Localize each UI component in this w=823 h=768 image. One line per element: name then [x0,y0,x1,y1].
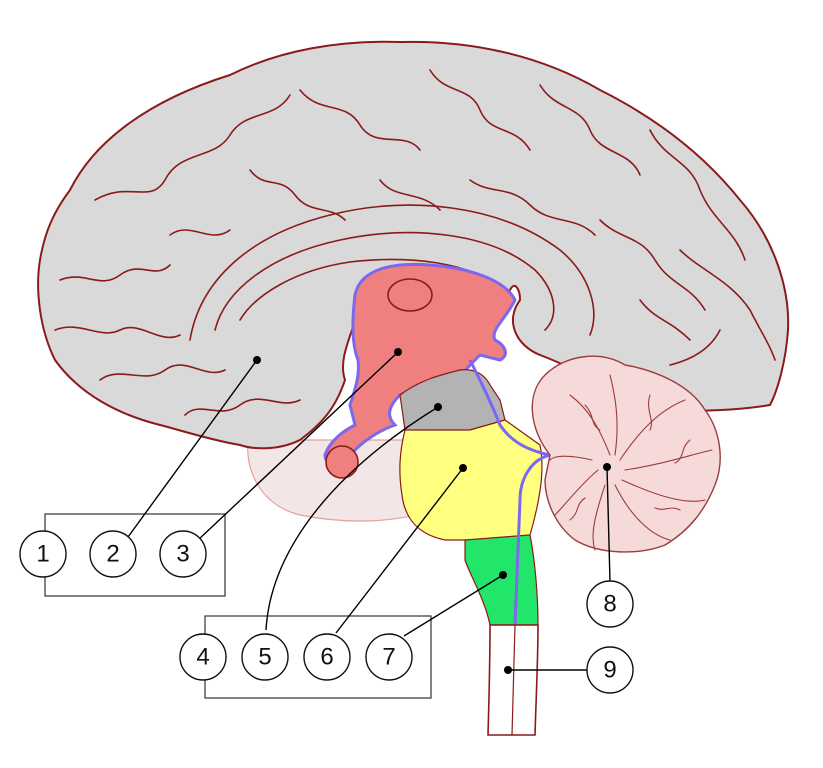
label-2: 2 [89,530,137,578]
interthalamic-adhesion [387,278,433,312]
label-5: 5 [241,633,289,681]
label-8-text: 8 [603,591,616,618]
label-9: 9 [586,646,634,694]
label-1-text: 1 [36,541,49,568]
central-canal [511,624,516,736]
label-7: 7 [365,633,413,681]
label-6-text: 6 [320,644,333,671]
label-3: 3 [159,530,207,578]
label-6: 6 [303,633,351,681]
label-3-text: 3 [176,541,189,568]
cingulate-gyrus [189,204,595,341]
pointer-dots [253,348,611,674]
label-5-text: 5 [258,644,271,671]
diencephalon [323,262,517,465]
medulla-oblongata [464,534,539,626]
cerebral-aqueduct [468,359,551,626]
label-4: 4 [179,633,227,681]
midbrain [399,369,506,436]
label-2-text: 2 [106,541,119,568]
label-9-text: 9 [603,657,616,684]
leader-lines [127,351,611,671]
pons [399,419,543,541]
label-8: 8 [586,580,634,628]
pituitary-gland [325,445,359,479]
corpus-callosum [214,231,555,331]
label-7-text: 7 [382,644,395,671]
cortex-gyri [54,69,776,416]
label-1: 1 [19,530,67,578]
cerebellum-folia [549,374,713,551]
label-4-text: 4 [196,644,209,671]
